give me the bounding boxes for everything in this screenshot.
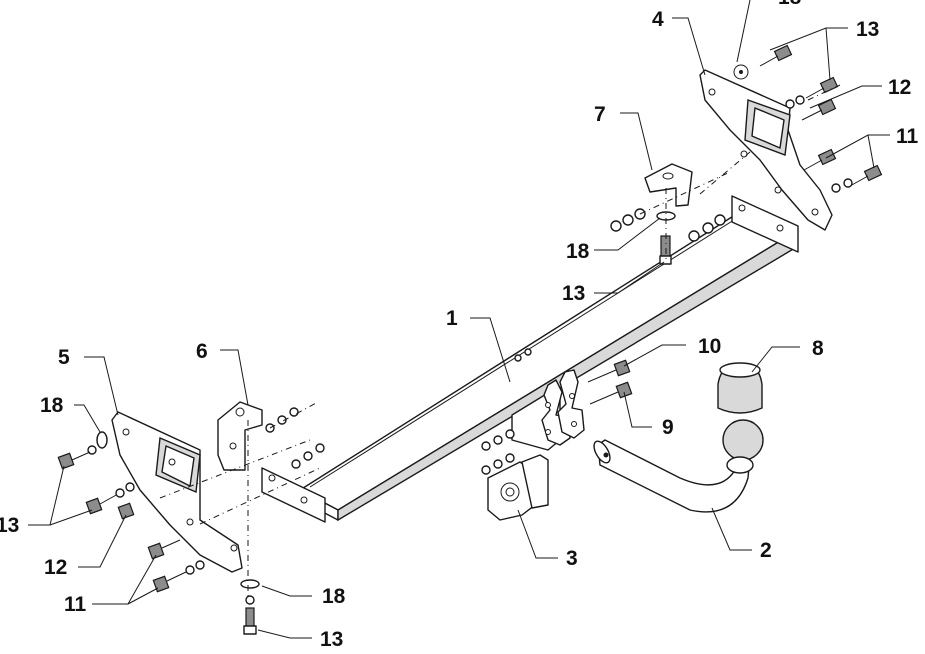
bolt-set-center: [481, 348, 633, 475]
callout-6-label: 6: [196, 340, 208, 363]
callout-13-label: 13: [856, 18, 879, 41]
callout-13-label: 13: [0, 514, 19, 537]
assembly-axes: [159, 84, 841, 600]
small-bracket-6-part: [217, 401, 263, 471]
right-side-bracket-part: [699, 69, 833, 231]
callout-13-label: 13: [320, 628, 343, 651]
callout-5-label: 5: [58, 346, 70, 369]
socket-plate-part: [487, 454, 549, 521]
callout-7-label: 7: [594, 103, 606, 126]
callout-4-label: 4: [652, 8, 664, 31]
callout-3-label: 3: [566, 547, 578, 570]
small-bracket-7-part: [644, 163, 693, 207]
bolt-set-beam-right: [610, 208, 726, 265]
callout-18-label: 18: [40, 394, 64, 417]
callout-9-label: 9: [662, 416, 674, 439]
callout-12-label: 12: [44, 556, 67, 579]
leader-lines: [28, 0, 890, 639]
ball-neck-part: [593, 419, 764, 513]
callout-10-label: 10: [698, 335, 721, 358]
callout-1-label: 1: [446, 307, 458, 330]
callout-11-label: 11: [896, 125, 919, 148]
left-side-bracket-part: [111, 411, 243, 573]
callout-13-label: 13: [562, 282, 585, 305]
callout-8-label: 8: [812, 337, 824, 360]
beam-end-plate-left: [261, 467, 326, 523]
ball-cover-part: [717, 362, 763, 414]
callout-2-label: 2: [760, 539, 772, 562]
beam-end-plate-right: [731, 195, 799, 253]
callout-18-label: 18: [778, 0, 802, 9]
bolt-set-left: [57, 407, 325, 635]
callout-18-label: 18: [566, 240, 590, 263]
callout-12-label: 12: [888, 76, 911, 99]
mount-bracket-part: [511, 369, 585, 451]
callout-11-label: 11: [64, 593, 87, 616]
callout-18-label: 18: [322, 585, 346, 608]
